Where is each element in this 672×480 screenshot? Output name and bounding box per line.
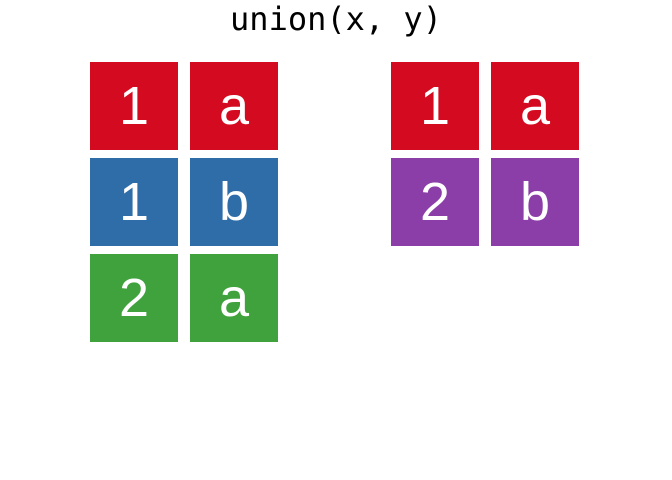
table-y-row1-key: 1 [391, 62, 479, 150]
table-y: 1 a 2 b [391, 62, 579, 246]
table-x-row1-key: 1 [90, 62, 178, 150]
table-x-row2-value: b [190, 158, 278, 246]
table-y-row1-value: a [491, 62, 579, 150]
table-y-row2-key: 2 [391, 158, 479, 246]
table-x-row1-value: a [190, 62, 278, 150]
table-x: 1 a 1 b 2 a [90, 62, 278, 342]
table-x-row2-key: 1 [90, 158, 178, 246]
figure-title: union(x, y) [230, 0, 442, 38]
table-y-row2-value: b [491, 158, 579, 246]
table-x-row3-key: 2 [90, 254, 178, 342]
table-x-row3-value: a [190, 254, 278, 342]
